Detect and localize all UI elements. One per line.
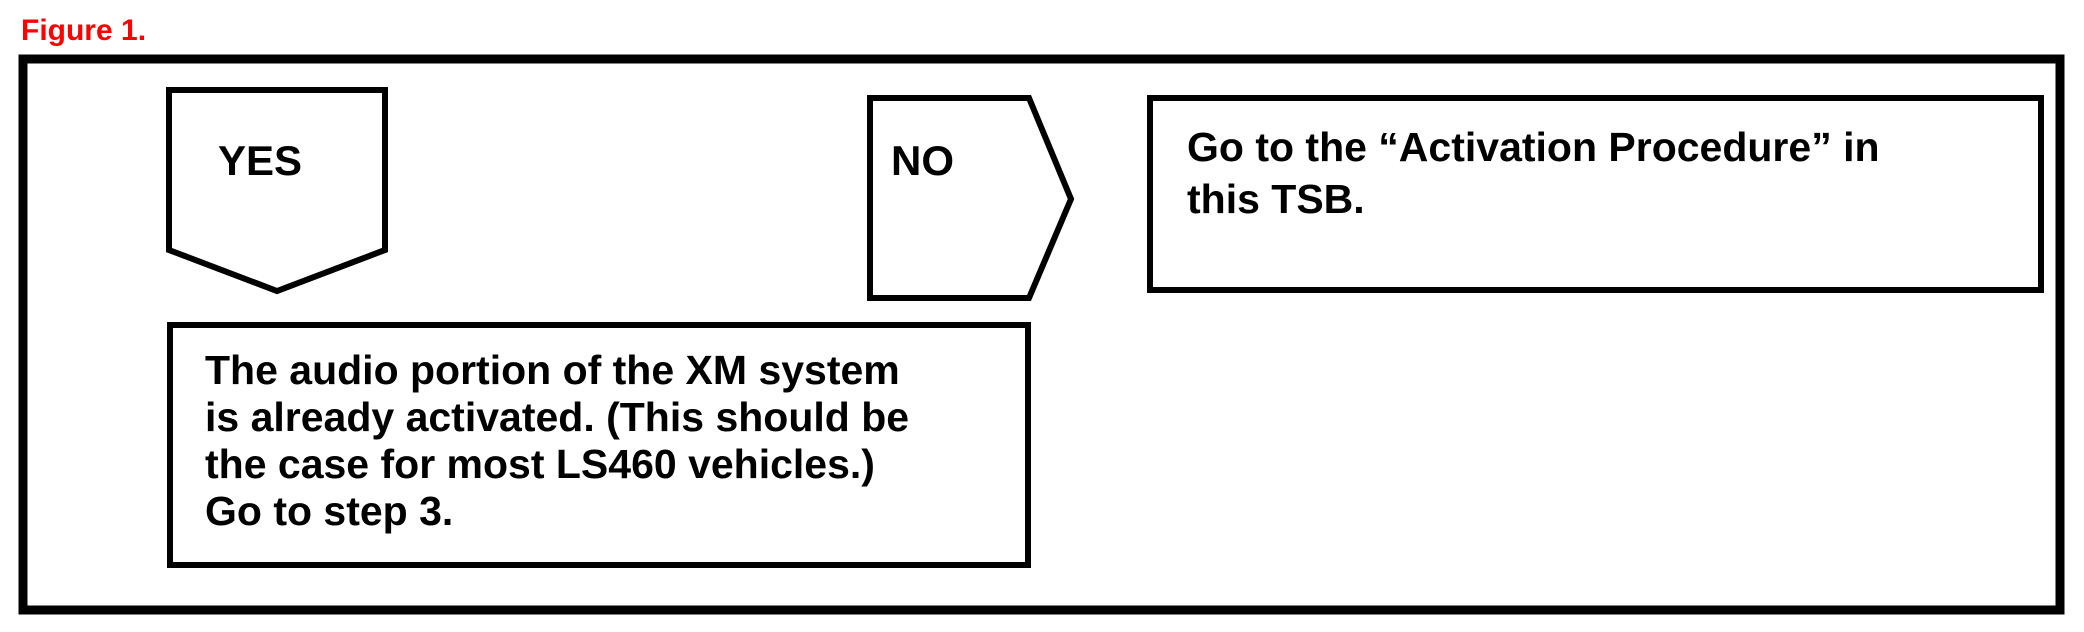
outer-frame (18, 54, 2065, 615)
yes-label: YES (218, 137, 303, 184)
yes-arrow-shape (166, 87, 388, 295)
no-arrow-shape (867, 95, 1075, 301)
activation-box (1147, 95, 2044, 293)
activation-text: Go to the “Activation Procedure” in this… (1187, 124, 1880, 222)
figure-label: Figure 1. (21, 14, 147, 47)
activated-text: The audio portion of the XM system is al… (205, 347, 910, 534)
activated-box (167, 322, 1031, 568)
no-label: NO (891, 137, 954, 184)
